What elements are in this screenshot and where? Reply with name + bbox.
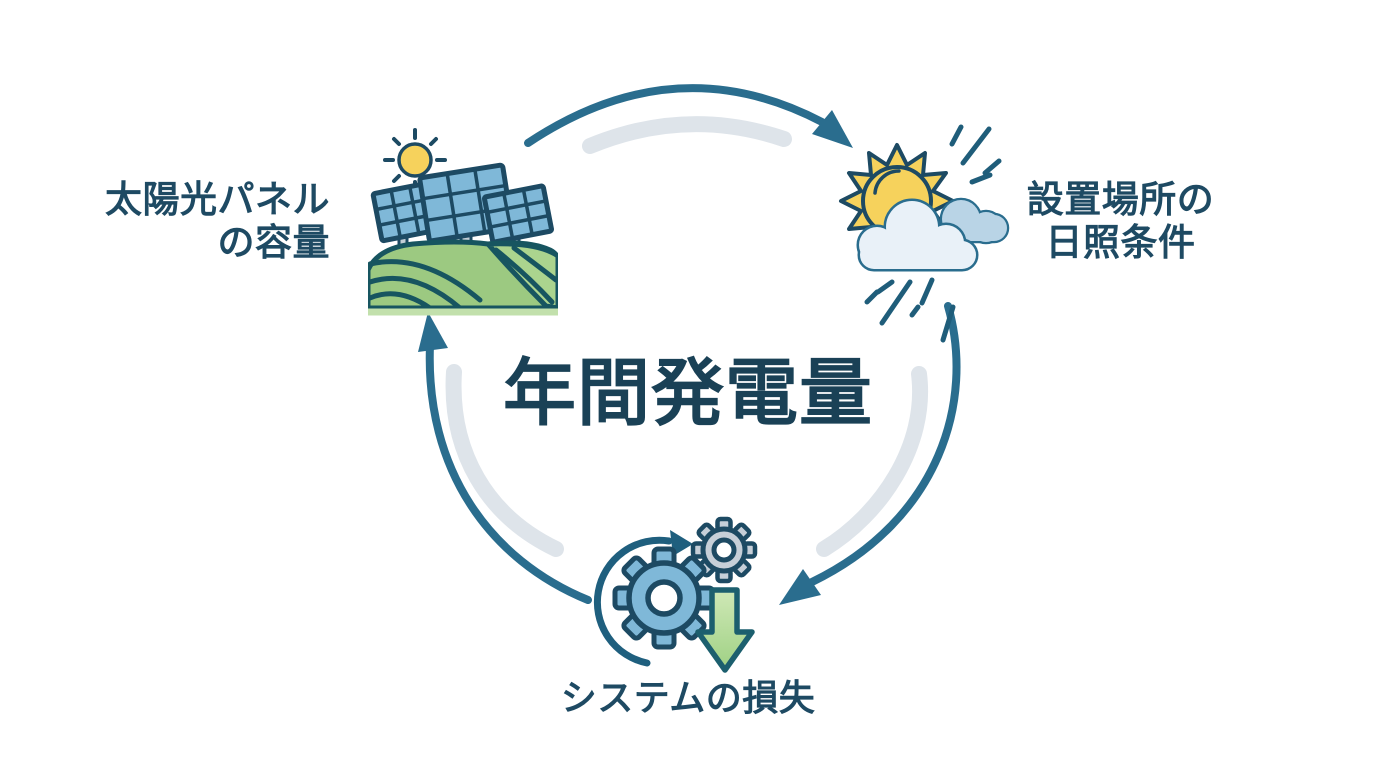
solar-panel-right	[482, 183, 554, 245]
label-sunlight-conditions-line2: 日照条件	[1045, 221, 1196, 263]
cycle-arrow-top	[524, 84, 853, 148]
label-system-loss-line1: システムの損失	[560, 677, 816, 718]
label-system-loss: システムの損失	[538, 677, 838, 719]
big-gear-icon	[612, 546, 716, 650]
solar-panels-field-icon	[368, 128, 558, 316]
rotation-arrow-icon	[593, 530, 693, 667]
ray-dashes	[864, 124, 1002, 343]
sun-behind-clouds-icon	[839, 124, 1010, 343]
small-gear-icon	[690, 516, 758, 584]
front-cloud-icon	[856, 198, 979, 272]
label-solar-capacity: 太陽光パネル の容量	[92, 179, 330, 265]
cycle-arrow-top-head	[812, 110, 853, 148]
label-sunlight-conditions: 設置場所の 日照条件	[1018, 179, 1223, 265]
label-solar-capacity-line1: 太陽光パネル	[105, 179, 330, 220]
loss-down-arrow-icon	[695, 587, 755, 673]
track-arc-top	[582, 116, 792, 154]
track-arc-right	[816, 366, 929, 557]
gears-decrease-icon	[593, 516, 758, 673]
label-solar-capacity-line2: の容量	[217, 221, 330, 263]
cycle-arrow-left	[418, 312, 592, 604]
track-arc-left	[445, 364, 564, 557]
cycle-arrow-left-head	[418, 312, 448, 352]
diagram-title: 年間発電量	[503, 353, 873, 434]
cycle-arrow-right	[779, 302, 961, 605]
label-sunlight-conditions-line1: 設置場所の	[1026, 179, 1215, 220]
cycle-arrow-right-head	[779, 569, 821, 605]
green-hills	[368, 239, 558, 311]
